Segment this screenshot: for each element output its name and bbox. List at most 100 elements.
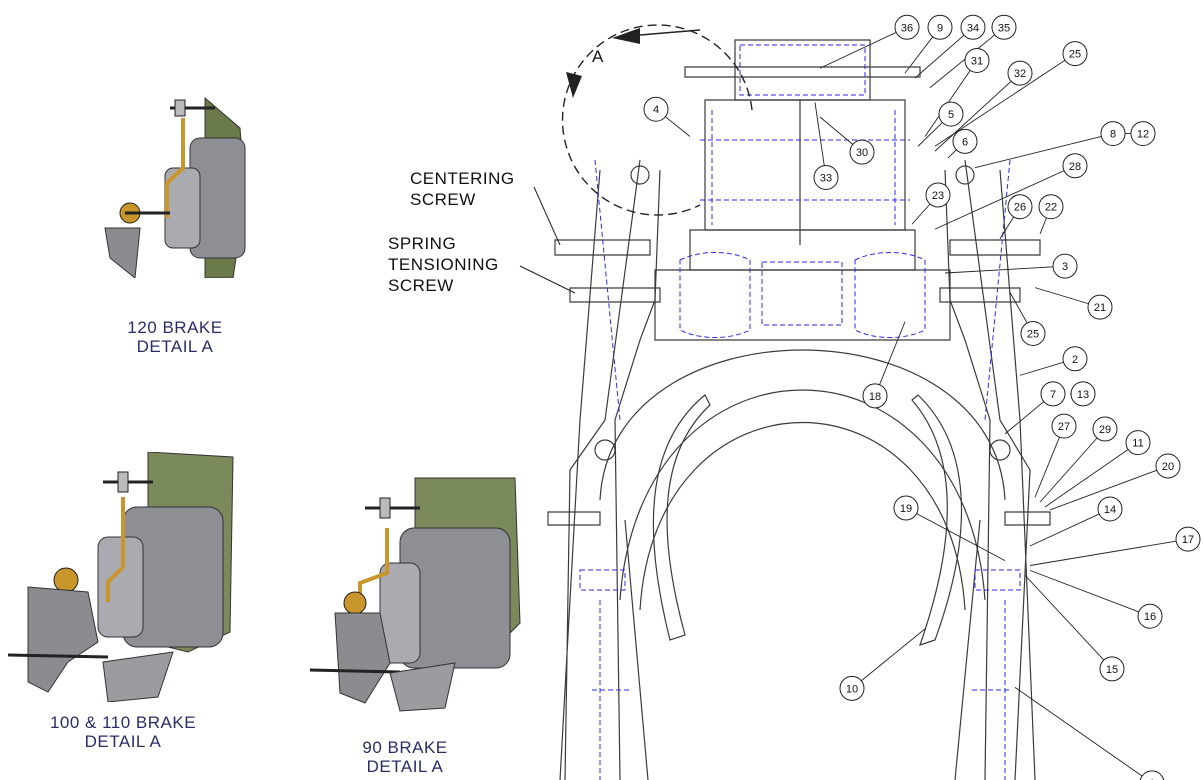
- balloon-label: 22: [1045, 202, 1057, 214]
- detail-100-110-subtitle: DETAIL A: [84, 732, 162, 751]
- balloon-label: 6: [962, 136, 968, 148]
- balloon-19: 19: [893, 495, 1006, 562]
- balloon-label: 10: [846, 683, 858, 695]
- balloon-leader: [1039, 428, 1106, 503]
- balloon-leader: [819, 26, 908, 69]
- detail-100-110-brake-image: [8, 452, 234, 702]
- detail-120-caption: 120 BRAKE DETAIL A: [105, 318, 245, 356]
- balloon-label: 35: [998, 22, 1010, 34]
- centering-screw-line1: CENTERING: [410, 169, 515, 188]
- balloon-label: 18: [869, 391, 881, 403]
- balloon-circle: [1020, 320, 1046, 346]
- detail-90-title: 90 BRAKE: [362, 738, 448, 757]
- balloon-5: 5: [917, 101, 964, 147]
- balloon-circle: [1062, 41, 1088, 67]
- balloon-16: 16: [1029, 569, 1163, 629]
- balloon-circle: [849, 139, 875, 165]
- balloon-14: 14: [1029, 496, 1123, 547]
- balloon-7: 7: [1004, 381, 1066, 435]
- balloon-17: 17: [1029, 526, 1201, 566]
- balloon-label: 25: [1069, 49, 1081, 61]
- detail-120-subtitle: DETAIL A: [136, 337, 214, 356]
- balloon-leader: [974, 133, 1114, 169]
- balloon-circle: [1139, 770, 1165, 780]
- balloon-13: 13: [1070, 381, 1096, 407]
- balloon-circle: [1051, 413, 1077, 439]
- detail-100-110-caption: 100 & 110 BRAKE DETAIL A: [28, 713, 218, 751]
- detail-120-title: 120 BRAKE: [127, 318, 223, 337]
- balloon-3: 3: [944, 253, 1078, 279]
- balloon-label: 30: [856, 147, 868, 159]
- balloon-15: 15: [1024, 574, 1125, 682]
- callout-leaders: [519, 186, 576, 294]
- balloon-circle: [1040, 381, 1066, 407]
- arm-outline-linework: [547, 39, 1051, 780]
- balloon-26: 26: [999, 194, 1033, 240]
- balloon-23: 23: [911, 182, 951, 225]
- balloon-leader: [914, 26, 974, 79]
- balloon-circle: [1097, 496, 1123, 522]
- balloon-circle: [1052, 253, 1078, 279]
- balloon-circle: [893, 495, 919, 521]
- balloon-circle: [1062, 346, 1088, 372]
- detail-a-arrowhead-left: [566, 72, 582, 98]
- balloon-circle: [1062, 153, 1088, 179]
- balloon-32: 32: [934, 60, 1033, 152]
- balloon-circle: [1038, 194, 1064, 220]
- balloon-35: 35: [929, 14, 1017, 89]
- spring-tensioning-line1: SPRING: [388, 234, 457, 253]
- balloon-circle: [1070, 381, 1096, 407]
- balloon-circle: [1092, 416, 1118, 442]
- balloon-4: 4: [643, 96, 691, 137]
- balloon-20: 20: [1049, 453, 1181, 511]
- balloon-leader: [814, 102, 827, 178]
- balloon-label: 5: [948, 109, 954, 121]
- balloon-36: 36: [819, 14, 920, 69]
- balloon-label: 20: [1162, 461, 1174, 473]
- balloon-circle: [1155, 453, 1181, 479]
- balloon-10: 10: [839, 628, 926, 701]
- balloon-leader: [944, 265, 1066, 274]
- detail-a-arrow-top: [639, 29, 701, 36]
- balloon-label: 9: [937, 22, 943, 34]
- balloon-circle: [862, 383, 888, 409]
- balloon-label: 23: [932, 190, 944, 202]
- balloon-circle: [925, 182, 951, 208]
- balloon-circle: [927, 14, 953, 40]
- balloon-circle: [839, 675, 865, 701]
- balloon-leader: [1014, 687, 1149, 780]
- balloon-circle: [1137, 603, 1163, 629]
- balloon-label: 36: [901, 22, 913, 34]
- balloon-label: 8: [1110, 129, 1116, 141]
- balloon-11: 11: [1044, 430, 1151, 508]
- balloon-leader: [1029, 508, 1111, 547]
- balloon-leader: [851, 628, 926, 689]
- detail-90-brake-image: [309, 477, 521, 712]
- balloon-label: 17: [1182, 534, 1194, 546]
- detail-100-110-title: 100 & 110 BRAKE: [49, 713, 197, 732]
- centering-screw-line2: SCREW: [410, 190, 476, 209]
- spring-tensioning-line3: SCREW: [388, 276, 454, 295]
- balloon-22: 22: [1038, 194, 1064, 235]
- spring-tensioning-screw-callout: SPRING TENSIONING SCREW: [388, 233, 499, 296]
- centering-screw-callout: CENTERING SCREW: [410, 168, 515, 210]
- balloon-circle: [1130, 121, 1156, 147]
- balloon-label: 4: [653, 104, 659, 116]
- balloon-label: 11: [1132, 438, 1143, 450]
- balloon-circle: [813, 164, 839, 190]
- balloon-label: 29: [1099, 424, 1111, 436]
- balloon-circle: [1007, 60, 1033, 86]
- detail-120-brake-image: [104, 96, 246, 278]
- balloon-label: 7: [1050, 389, 1056, 401]
- balloon-circle: [991, 14, 1017, 40]
- hidden-line-linework: [579, 44, 1021, 780]
- detail-a-label: A: [592, 47, 604, 66]
- balloon-leader: [1049, 465, 1169, 511]
- balloon-label: 21: [1094, 302, 1106, 314]
- balloon-leader: [905, 507, 1006, 562]
- balloon-28: 28: [934, 153, 1088, 230]
- balloon-label: 1: [1149, 778, 1155, 780]
- balloon-25: 25: [934, 41, 1088, 147]
